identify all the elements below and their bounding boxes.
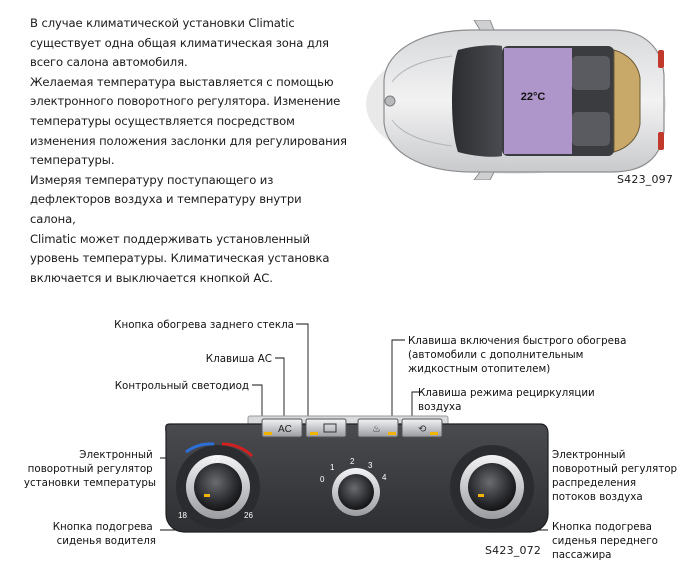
fan-3-label: 3	[368, 461, 373, 470]
label-distribution-knob: Электронный поворотный регулятор распред…	[552, 449, 680, 503]
label-temperature-knob: Электронный поворотный регулятор установ…	[24, 449, 156, 489]
climate-zone-overlay	[504, 48, 572, 154]
temp-high-label: 26	[244, 511, 253, 520]
intro-line: уровень температуры. Климатическая устан…	[30, 251, 330, 266]
rear-defrost-led	[310, 432, 318, 435]
intro-line: температуры.	[30, 153, 115, 168]
label-quick-heat: Клавиша включения быстрого обогрева (авт…	[408, 335, 630, 375]
intro-line: существует одна общая климатическая зона…	[30, 35, 329, 50]
intro-line: Измеряя температуру поступающего из	[30, 172, 274, 187]
recirculation-button[interactable]: ⟲	[401, 418, 443, 438]
figure-id: S423_097	[617, 173, 674, 186]
ac-button-label: AC	[278, 424, 292, 435]
label-rear-defrost: Кнопка обогрева заднего стекла	[114, 319, 294, 331]
label-recirculation: Клавиша режима рециркуляции воздуха	[418, 387, 598, 413]
temperature-knob[interactable]: 18 22 26	[176, 442, 260, 529]
fan-2-label: 2	[350, 457, 355, 466]
intro-text: В случае климатической установки Climati…	[30, 14, 350, 288]
zone-temperature-label: 22°C	[521, 91, 546, 103]
rear-defrost-button[interactable]	[305, 418, 347, 438]
fan-0-label: 0	[320, 475, 325, 484]
recirculation-icon: ⟲	[418, 424, 427, 435]
temp-low-label: 18	[178, 511, 187, 520]
air-distribution-knob[interactable]	[450, 445, 534, 529]
label-ac-key: Клавиша АС	[206, 353, 272, 365]
temp-mid-label: 22	[211, 455, 220, 464]
intro-line: температуры осуществляется посредством	[30, 113, 295, 128]
intro-line: всего салона автомобиля.	[30, 55, 188, 70]
car-top-view-illustration: 22°C	[366, 20, 666, 180]
quick-heat-button[interactable]: ♨	[357, 418, 399, 438]
label-passenger-seat-heat: Кнопка подогрева сиденья переднего пасса…	[552, 521, 661, 561]
ac-button[interactable]: AC	[261, 418, 303, 438]
fan-4-label: 4	[382, 473, 387, 482]
heat-icon: ♨	[372, 424, 381, 435]
fan-1-label: 1	[330, 463, 335, 472]
ac-led	[264, 432, 272, 435]
label-driver-seat-heat: Кнопка подогрева сиденья водителя	[53, 521, 156, 547]
intro-line: дефлекторов воздуха и температуру внутри…	[30, 192, 302, 226]
intro-line: Желаемая температура выставляется с помо…	[30, 74, 334, 89]
quick-heat-led	[388, 432, 396, 435]
intro-line: электронного поворотного регулятора. Изм…	[30, 94, 341, 109]
figure-id: S423_072	[485, 544, 542, 557]
intro-line: Climatic может поддерживать установленны…	[30, 231, 310, 246]
recirculation-led	[430, 432, 438, 435]
intro-line: В случае климатической установки Climati…	[30, 16, 295, 30]
label-led: Контрольный светодиод	[115, 380, 249, 392]
rear-defrost-icon	[323, 423, 337, 433]
passenger-seat-heat-led	[478, 494, 484, 497]
driver-seat-heat-led	[204, 494, 210, 497]
intro-line: изменения положения заслонки для регулир…	[30, 133, 347, 148]
intro-line: включается и выключается кнопкой АС.	[30, 270, 273, 285]
fan-speed-knob[interactable]: 0 1 2 3 4	[320, 457, 387, 516]
